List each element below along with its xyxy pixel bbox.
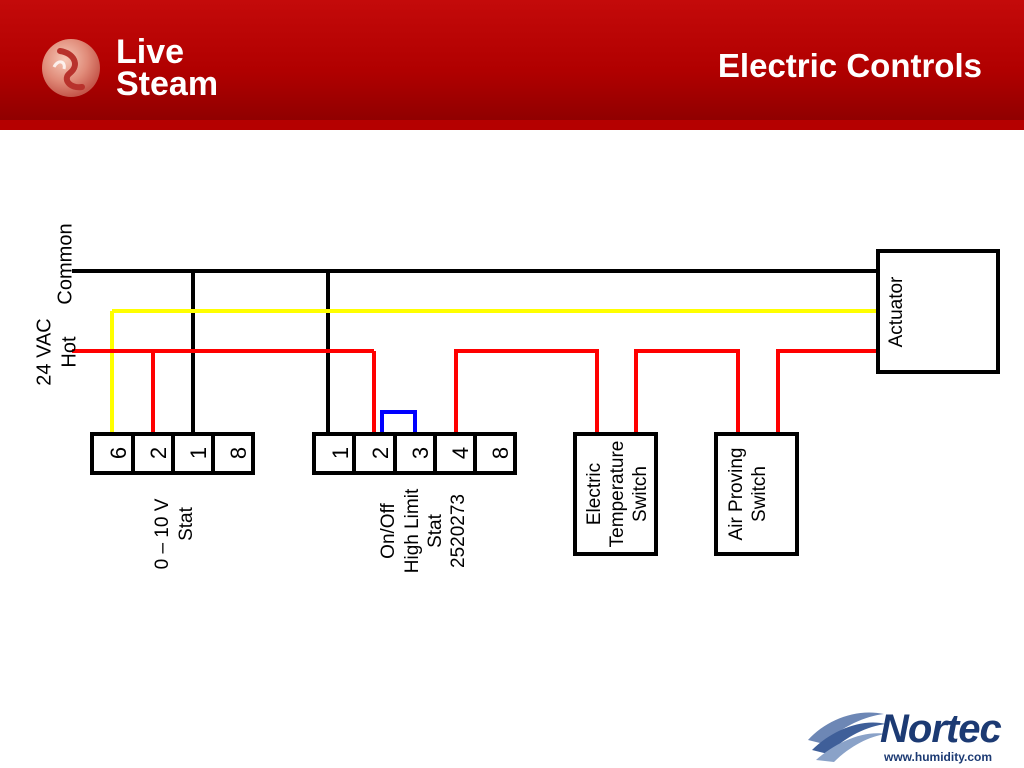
temp-switch-label-line2: Temperature xyxy=(607,441,628,548)
signal-wires xyxy=(110,309,878,434)
actuator-label: Actuator xyxy=(886,276,907,347)
vac-24-label: 24 VAC xyxy=(33,318,55,385)
hot-label: Hot xyxy=(58,336,80,368)
stat-terminal-6: 6 xyxy=(106,447,131,459)
hl-terminal-1: 1 xyxy=(328,447,353,459)
stat-label-line2: Stat xyxy=(176,506,197,541)
hl-label-line4: 2520273 xyxy=(448,494,469,568)
stat-terminal-1: 1 xyxy=(186,447,211,459)
hl-terminal-2: 2 xyxy=(368,447,393,459)
stat-terminal-block: 6 2 1 8 xyxy=(90,432,255,475)
nortec-brand-name: Nortec xyxy=(880,707,1002,751)
jumper-wire xyxy=(380,410,417,434)
actuator-box xyxy=(876,249,1000,374)
logo-text: Live Steam xyxy=(116,33,219,103)
stat-label-line1: 0 – 10 V xyxy=(152,498,173,569)
nortec-wave-logo-icon xyxy=(808,712,886,762)
air-switch-label-line1: Air Proving xyxy=(726,448,747,541)
header-band xyxy=(0,120,1024,130)
air-switch-label-line2: Switch xyxy=(749,466,770,522)
hl-label-line3: Stat xyxy=(425,513,446,548)
logo-line1: Live xyxy=(116,33,185,71)
hl-terminal-8: 8 xyxy=(488,447,513,459)
highlimit-terminal-block: 1 2 3 4 8 xyxy=(312,432,517,475)
stat-terminal-2: 2 xyxy=(146,447,171,459)
hl-terminal-4: 4 xyxy=(448,447,473,459)
temp-switch-label-line3: Switch xyxy=(630,466,651,522)
hl-label-line1: On/Off xyxy=(378,502,399,558)
hot-wires xyxy=(72,349,878,434)
temp-switch-label-line1: Electric xyxy=(584,463,605,525)
air-switch-box xyxy=(714,432,799,556)
live-steam-logo-icon xyxy=(42,39,100,97)
common-label: Common xyxy=(54,223,76,304)
hl-terminal-3: 3 xyxy=(408,447,433,459)
logo-line2: Steam xyxy=(116,65,219,103)
header-banner xyxy=(0,0,1024,130)
hl-label-line2: High Limit xyxy=(402,488,423,573)
temp-switch-box xyxy=(573,432,658,556)
stat-terminal-8: 8 xyxy=(226,447,251,459)
nortec-brand-url: www.humidity.com xyxy=(884,750,993,764)
page-title: Electric Controls xyxy=(717,47,982,84)
